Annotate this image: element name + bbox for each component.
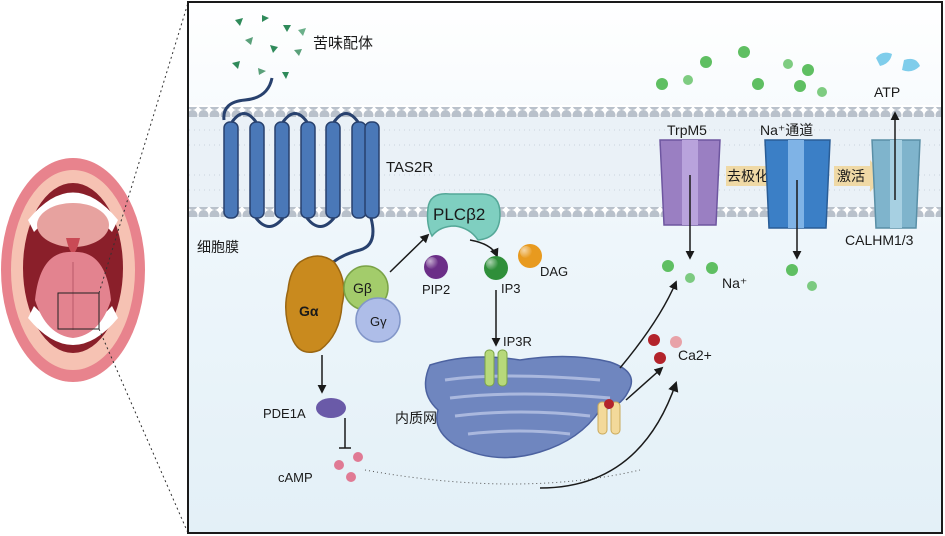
- tas2r-receptor: [222, 77, 380, 267]
- er-label: 内质网: [395, 410, 437, 426]
- calhm-channel: [871, 139, 921, 229]
- pip2-label: PIP2: [422, 282, 450, 297]
- trpm5-label: TrpM5: [667, 122, 707, 138]
- membrane-label: 细胞膜: [197, 239, 239, 255]
- mouth-illustration: [1, 158, 145, 382]
- activate-arrow: [834, 160, 884, 192]
- ca-label: Ca2+: [678, 347, 712, 363]
- arrow-er-channel-to-ca: [625, 366, 664, 401]
- na-ions-intracellular: [662, 260, 817, 291]
- tas2r-helix-3: [274, 121, 290, 219]
- calcium-ions: [648, 334, 682, 364]
- arrow-plc-to-ip3: [469, 239, 499, 258]
- na-channel-label: Na⁺通道: [760, 122, 813, 138]
- depolarize-label: 去极化: [727, 168, 769, 184]
- bitter-ligand: [232, 15, 306, 79]
- tas2r-helix-6: [351, 121, 367, 219]
- dag-label: DAG: [540, 264, 568, 279]
- pde1a-enzyme: [316, 398, 346, 418]
- atp-label: ATP: [874, 84, 900, 100]
- ip3-label: IP3: [501, 281, 521, 296]
- na-ion-label: Na⁺: [722, 275, 747, 291]
- camp-label: cAMP: [278, 470, 313, 485]
- ip3r-label: IP3R: [503, 334, 532, 349]
- galpha-label: Gα: [299, 303, 319, 319]
- endoplasmic-reticulum: [424, 355, 633, 459]
- tas2r-helix-5: [325, 121, 341, 219]
- er-calcium-channel: [597, 399, 621, 435]
- plc-beta2: [426, 193, 501, 241]
- arrow-er-to-ca: [539, 381, 679, 489]
- ggamma-label: Gγ: [370, 314, 387, 329]
- gbeta-label: Gβ: [353, 280, 372, 296]
- tas2r-helix-2: [249, 121, 265, 219]
- ip3r-channel: [484, 349, 508, 387]
- na-ion-label-text: Na⁺: [722, 275, 747, 291]
- g-alpha-protein: Gα: [285, 255, 345, 353]
- camp-molecules: [334, 452, 363, 482]
- tas2r-helix-4: [300, 121, 316, 219]
- pde-label: PDE1A: [263, 406, 306, 421]
- pip2-molecule: [424, 255, 448, 279]
- ip3-molecule: [484, 256, 508, 280]
- receptor-label: TAS2R: [386, 159, 433, 176]
- arrow-gbeta-to-plc: [389, 233, 430, 273]
- arrow-ca-to-trpm5: [619, 280, 678, 369]
- calhm-label: CALHM1/3: [845, 232, 914, 248]
- plc-label: PLCβ2: [433, 205, 485, 224]
- inhibition-pde-camp: [339, 418, 351, 449]
- g-gamma-protein: Gγ: [355, 297, 401, 343]
- tas2r-helix-7: [364, 121, 380, 219]
- ligand-label: 苦味配体: [313, 35, 373, 52]
- na-ions-extracellular: [656, 46, 827, 97]
- tas2r-helix-1: [223, 121, 239, 219]
- atp-molecules: [876, 52, 920, 72]
- ca-label-text: Ca2+: [678, 347, 712, 363]
- dag-molecule: [518, 244, 542, 268]
- activate-label: 激活: [837, 168, 865, 184]
